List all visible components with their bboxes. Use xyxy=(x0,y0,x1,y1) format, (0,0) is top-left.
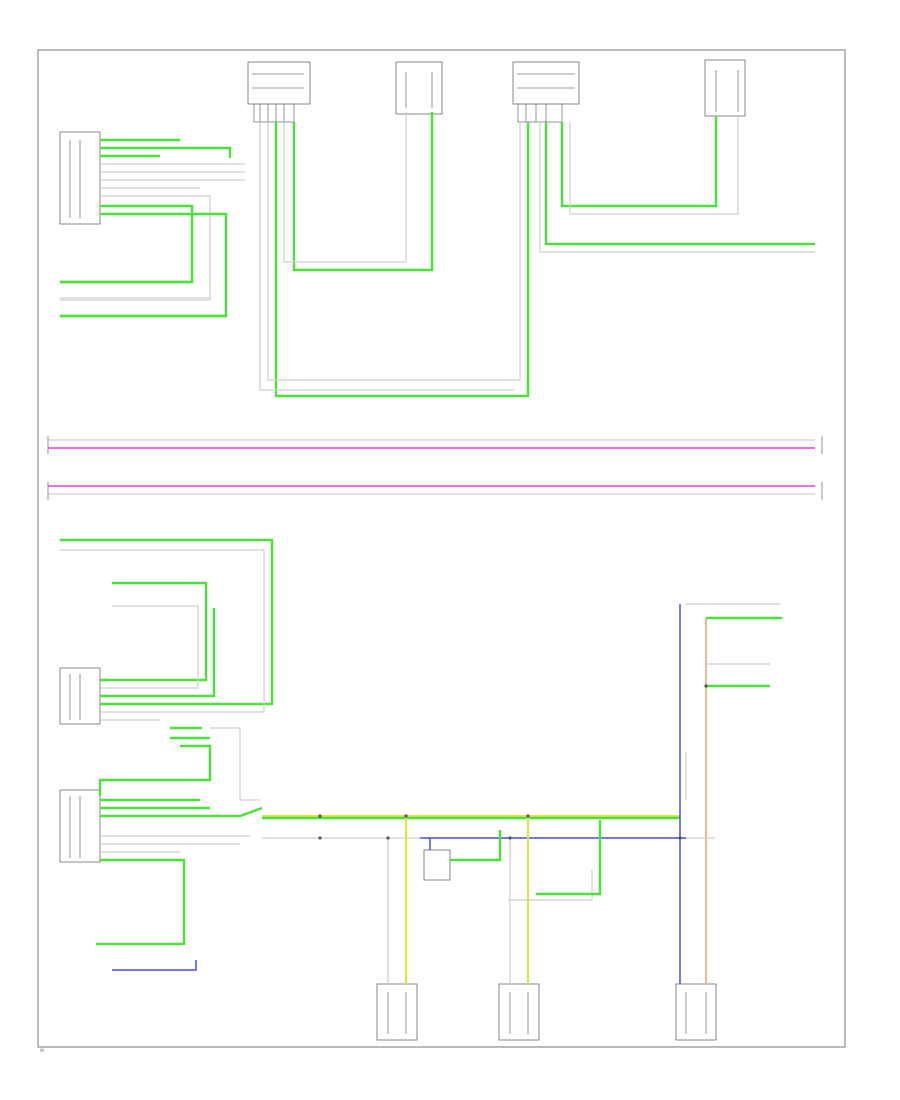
bottom-wires xyxy=(60,538,782,984)
small-junction-box xyxy=(423,849,451,881)
bottom-connector-2 xyxy=(498,983,540,1041)
bottom-connector-1 xyxy=(376,983,418,1041)
top-wires xyxy=(60,112,815,398)
splice-points xyxy=(318,684,708,840)
bottom-modules xyxy=(59,667,717,1041)
diagram-footer-code: W xyxy=(40,1048,44,1053)
module-connector-d xyxy=(704,59,746,117)
bottom-connector-3 xyxy=(675,983,717,1041)
data-bus-lines xyxy=(47,436,823,500)
top-modules xyxy=(59,59,746,225)
diagram-frame xyxy=(37,49,846,1048)
module-connector-a xyxy=(247,61,311,105)
module-connector-c xyxy=(512,61,580,105)
module-connector-b xyxy=(395,61,443,115)
